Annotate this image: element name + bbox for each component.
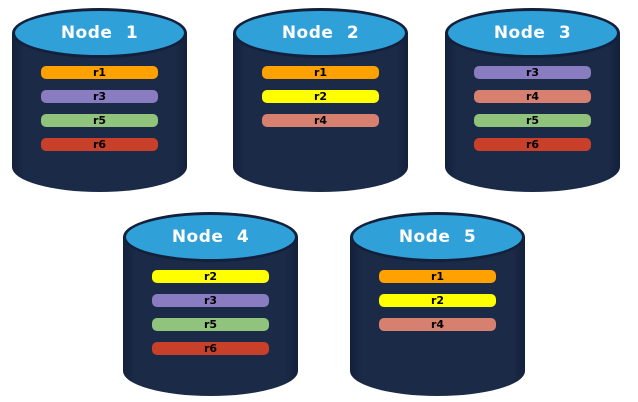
- db-node-2: Node 2 r1 r2 r4: [233, 8, 408, 192]
- replica-bar-r5: r5: [152, 318, 269, 331]
- replica-label: r3: [92, 90, 107, 103]
- replica-bar-r6: r6: [474, 138, 591, 151]
- replica-label: r3: [203, 294, 218, 307]
- db-node-5: Node 5 r1 r2 r4: [350, 212, 525, 396]
- replica-bar-r3: r3: [152, 294, 269, 307]
- replica-bar-r4: r4: [262, 114, 379, 127]
- replica-label: r5: [203, 318, 218, 331]
- replica-label: r4: [313, 114, 328, 127]
- replica-label: r2: [430, 294, 445, 307]
- replica-bar-r1: r1: [262, 66, 379, 79]
- replica-label: r2: [313, 90, 328, 103]
- cylinder-body: [123, 237, 298, 396]
- replica-list: r3 r4 r5 r6: [474, 66, 591, 151]
- node-title: Node 4: [171, 227, 250, 247]
- replica-label: r6: [525, 138, 540, 151]
- node-title: Node 2: [281, 23, 360, 43]
- cylinder-body: [350, 237, 525, 396]
- replica-bar-r4: r4: [379, 318, 496, 331]
- replica-bar-r6: r6: [152, 342, 269, 355]
- replica-bar-r5: r5: [41, 114, 158, 127]
- replica-bar-r4: r4: [474, 90, 591, 103]
- cylinder-top: Node 2: [233, 8, 408, 58]
- replica-bar-r2: r2: [262, 90, 379, 103]
- replica-label: r1: [92, 66, 107, 79]
- replica-label: r1: [430, 270, 445, 283]
- cylinder-body: [12, 33, 187, 192]
- node-title: Node 1: [60, 23, 139, 43]
- cylinder-top: Node 5: [350, 212, 525, 262]
- cylinder-body: [445, 33, 620, 192]
- replica-label: r2: [203, 270, 218, 283]
- replica-list: r1 r3 r5 r6: [41, 66, 158, 151]
- replica-label: r5: [92, 114, 107, 127]
- replica-list: r1 r2 r4: [379, 270, 496, 331]
- replica-bar-r5: r5: [474, 114, 591, 127]
- cylinder-top: Node 4: [123, 212, 298, 262]
- replica-bar-r3: r3: [41, 90, 158, 103]
- replica-label: r1: [313, 66, 328, 79]
- replica-label: r6: [203, 342, 218, 355]
- node-title: Node 3: [493, 23, 572, 43]
- cylinder-top: Node 3: [445, 8, 620, 58]
- db-node-1: Node 1 r1 r3 r5 r6: [12, 8, 187, 192]
- replica-bar-r1: r1: [379, 270, 496, 283]
- replica-list: r1 r2 r4: [262, 66, 379, 127]
- replica-bar-r2: r2: [379, 294, 496, 307]
- replica-bar-r6: r6: [41, 138, 158, 151]
- node-title: Node 5: [398, 227, 477, 247]
- cylinder-body: [233, 33, 408, 192]
- replica-label: r5: [525, 114, 540, 127]
- replica-label: r6: [92, 138, 107, 151]
- replica-bar-r2: r2: [152, 270, 269, 283]
- db-node-4: Node 4 r2 r3 r5 r6: [123, 212, 298, 396]
- replica-list: r2 r3 r5 r6: [152, 270, 269, 355]
- replica-label: r4: [525, 90, 540, 103]
- replica-bar-r1: r1: [41, 66, 158, 79]
- cylinder-top: Node 1: [12, 8, 187, 58]
- replica-label: r4: [430, 318, 445, 331]
- db-node-3: Node 3 r3 r4 r5 r6: [445, 8, 620, 192]
- replica-label: r3: [525, 66, 540, 79]
- replica-bar-r3: r3: [474, 66, 591, 79]
